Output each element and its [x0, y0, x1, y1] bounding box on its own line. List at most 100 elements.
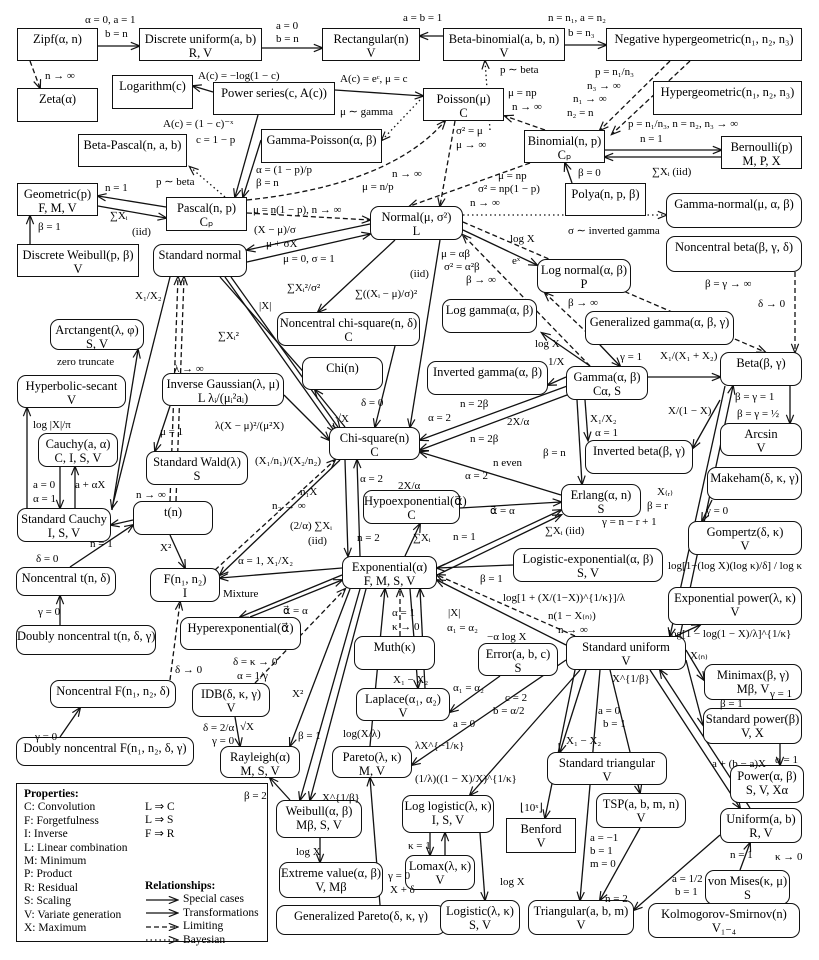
distribution-name: Logistic(λ, κ) [446, 904, 514, 918]
edge-label: n = 2 [605, 893, 628, 905]
legend: Properties: C: Convolution F: Forgetfuln… [16, 783, 268, 946]
edge-label: μ = 1 [160, 426, 184, 438]
relationships-title: Relationships: [145, 880, 216, 892]
edge-label: b = α/2 [493, 705, 525, 717]
edge-label: μ + σX [266, 238, 298, 250]
relationship-arrow [375, 345, 396, 427]
relationship-arrow [345, 459, 348, 556]
distribution-name: Normal(μ, σ²) [381, 210, 452, 224]
relationship-arrow [315, 390, 346, 428]
edge-label: λ(X − μ)²/(μ²X) [215, 420, 285, 432]
distribution-node: Doubly noncentral t(n, δ, γ) [16, 625, 156, 655]
property-item: F: Forgetfulness [24, 814, 99, 827]
edge-label: μ = np [498, 170, 527, 182]
distribution-name: Exponential power(λ, κ) [674, 591, 796, 605]
relationship-arrow [585, 399, 588, 440]
edge-label: α = 1/γ [237, 670, 268, 682]
edge-label: 2X/α [507, 416, 530, 428]
edge-label: b = 1 [603, 718, 626, 730]
distribution-name: Noncentral F(n₁, n₂, δ) [56, 684, 170, 698]
relationship-arrow [283, 394, 329, 440]
edge-label: β → ∞ [466, 274, 496, 286]
edge-label: b = 1 [675, 886, 698, 898]
properties-title: Properties: [24, 788, 79, 800]
distribution-properties: V [756, 441, 766, 455]
relationship-arrow [230, 276, 340, 430]
relationship-arrow [599, 344, 620, 366]
distribution-node: TSP(a, b, m, n)V [596, 793, 686, 828]
distribution-name: Standard Wald(λ) [153, 455, 241, 469]
edge-label: ⌊10ˣ⌋ [520, 802, 543, 814]
distribution-name: Discrete Weibull(p, β) [22, 248, 134, 262]
distribution-node: Standard Wald(λ)S [146, 451, 248, 485]
distribution-name: Inverse Gaussian(λ, μ) [166, 377, 280, 391]
relationship-arrow [739, 843, 750, 871]
distribution-name: Log logistic(λ, κ) [404, 799, 492, 813]
relationship-arrow [300, 588, 361, 800]
relationship-label: Bayesian [183, 933, 226, 946]
implication-item: L ⇒ S [145, 814, 174, 827]
edge-label: c = 2 [505, 692, 528, 704]
edge-label: n even [493, 457, 523, 469]
edge-label: p = n₁/n₃, n = n₂, n₃ → ∞ [628, 118, 739, 130]
edge-label: b = n₃ [568, 27, 595, 39]
edge-label: √X [335, 413, 349, 425]
distribution-name: Beta-binomial(a, b, n) [448, 32, 560, 46]
edge-label: n₂ → ∞ [272, 500, 306, 512]
edge-label: p ∼ beta [500, 64, 539, 76]
edge-label: μ = n/p [362, 181, 394, 193]
limiting-arrow [29, 60, 40, 88]
limiting-arrow [612, 60, 691, 134]
edge-label: β = γ = ½ [737, 408, 780, 420]
distribution-node: Standard power(β)V, X [703, 708, 802, 744]
edge-label: δ → 0 [758, 298, 786, 310]
distribution-node: Negative hypergeometric(n₁, n₂, n₃) [606, 28, 802, 61]
distribution-name: Discrete uniform(a, b) [144, 32, 257, 46]
limiting-arrow [505, 116, 546, 131]
distribution-name: Noncentral t(n, δ) [21, 571, 111, 585]
distribution-node: Arctangent(λ, φ)S, V [50, 319, 144, 351]
distribution-properties: S [597, 502, 605, 516]
distribution-name: Hyperbolic-secant [25, 379, 118, 393]
edge-label: b = 1 [590, 845, 613, 857]
edge-label: X₍ₙ₎ [690, 650, 708, 662]
relationship-item: Transformations [145, 907, 259, 920]
edge-label: n₃ → ∞ [587, 80, 621, 92]
distribution-node: Cauchy(a, α)C, I, S, V [38, 433, 118, 467]
edge-label: n = n₁, a = n₂ [548, 12, 606, 24]
distribution-properties: S [193, 469, 201, 483]
edge-label: p ∼ beta [156, 176, 195, 188]
edge-label: β = n [543, 447, 566, 459]
edge-label: log X [500, 876, 525, 888]
edge-label: γ = 0 [35, 731, 58, 743]
property-item: V: Variate generation [24, 908, 122, 921]
edge-label: β = r [647, 500, 668, 512]
distribution-name: Power(α, β) [737, 769, 797, 783]
distribution-node: Binomial(n, p)Cₚ [524, 130, 605, 163]
distribution-properties: M, P, X [742, 154, 781, 168]
edge-label: X + δ [390, 884, 415, 896]
edge-label: √X [240, 721, 254, 733]
distribution-name: Gamma-Poisson(α, β) [266, 133, 377, 147]
distribution-name: Beta(β, γ) [736, 356, 786, 370]
distribution-properties: I [182, 586, 188, 600]
distribution-node: Discrete Weibull(p, β)V [17, 244, 139, 277]
edge-label: log[1−(log X)(log κ)/δ] / log κ [668, 560, 802, 572]
distribution-properties: V [602, 770, 612, 784]
relationship-label: Special cases [183, 893, 244, 906]
distribution-node: Generalized Pareto(δ, κ, γ) [276, 905, 446, 935]
distribution-properties: V [398, 706, 408, 720]
distribution-properties: V [740, 539, 750, 553]
distribution-node: Rayleigh(α)M, S, V [220, 746, 300, 778]
distribution-properties: S, V, Xα [745, 783, 789, 797]
edge-label: zero truncate [57, 356, 115, 368]
edge-label: a = −1 [590, 832, 619, 844]
distribution-name: Extreme value(α, β) [280, 866, 382, 880]
distribution-name: Standard triangular [558, 756, 656, 770]
distribution-name: Standard uniform [582, 640, 670, 654]
distribution-name: Log gamma(α, β) [445, 303, 534, 317]
